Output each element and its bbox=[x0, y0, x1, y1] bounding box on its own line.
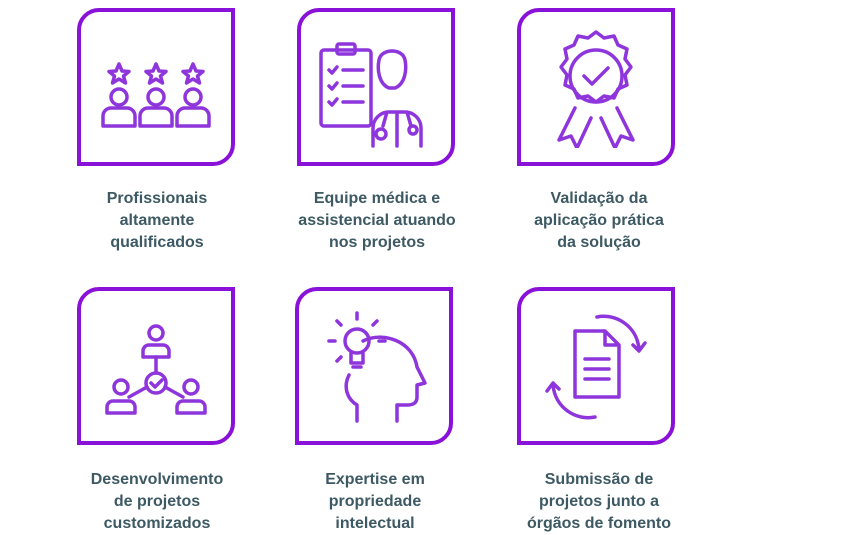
feature-label: Expertise em propriedade intelectual bbox=[260, 469, 490, 535]
label-line: propriedade bbox=[328, 493, 422, 510]
feature-card-custom-projects bbox=[77, 287, 235, 445]
feature-label: Profissionais altamente qualificados bbox=[42, 188, 272, 254]
feature-label: Submissão de projetos junto a órgãos de fo… bbox=[484, 469, 714, 535]
award-badge-check-icon bbox=[557, 30, 635, 148]
feature-card-ip-expertise bbox=[295, 287, 453, 445]
label-line: órgãos de fomento bbox=[526, 515, 671, 532]
head-lightbulb-icon bbox=[327, 311, 427, 423]
label-line: da solução bbox=[557, 234, 641, 251]
feature-card-professionals bbox=[77, 8, 235, 166]
label-line: Submissão de bbox=[544, 471, 654, 488]
feature-card-medical-team bbox=[297, 8, 455, 166]
label-line: Expertise em bbox=[325, 471, 425, 488]
feature-label: Validação da aplicação prática da solução bbox=[484, 188, 714, 254]
label-line: intelectual bbox=[335, 515, 415, 532]
label-line: Validação da bbox=[550, 190, 648, 207]
label-line: customizados bbox=[103, 515, 211, 532]
label-line: projetos junto a bbox=[539, 493, 659, 510]
label-line: Equipe médica e bbox=[313, 190, 441, 207]
network-people-icon bbox=[105, 324, 207, 415]
label-line: assistencial atuando bbox=[298, 212, 456, 229]
document-cycle-icon bbox=[545, 314, 647, 420]
label-line: Profissionais bbox=[106, 190, 208, 207]
label-line: Desenvolvimento bbox=[90, 471, 224, 488]
label-line: altamente bbox=[119, 212, 195, 229]
label-line: aplicação prática bbox=[534, 212, 664, 229]
feature-card-funding-submission bbox=[517, 287, 675, 445]
rated-professionals-icon bbox=[101, 62, 211, 128]
feature-label: Desenvolvimento de projetos customizados bbox=[42, 469, 272, 535]
label-line: de projetos bbox=[113, 493, 201, 510]
doctor-clipboard-icon bbox=[319, 42, 423, 148]
feature-card-validation bbox=[517, 8, 675, 166]
label-line: qualificados bbox=[110, 234, 204, 251]
feature-label: Equipe médica e assistencial atuando nos p… bbox=[262, 188, 492, 254]
label-line: nos projetos bbox=[328, 234, 425, 251]
